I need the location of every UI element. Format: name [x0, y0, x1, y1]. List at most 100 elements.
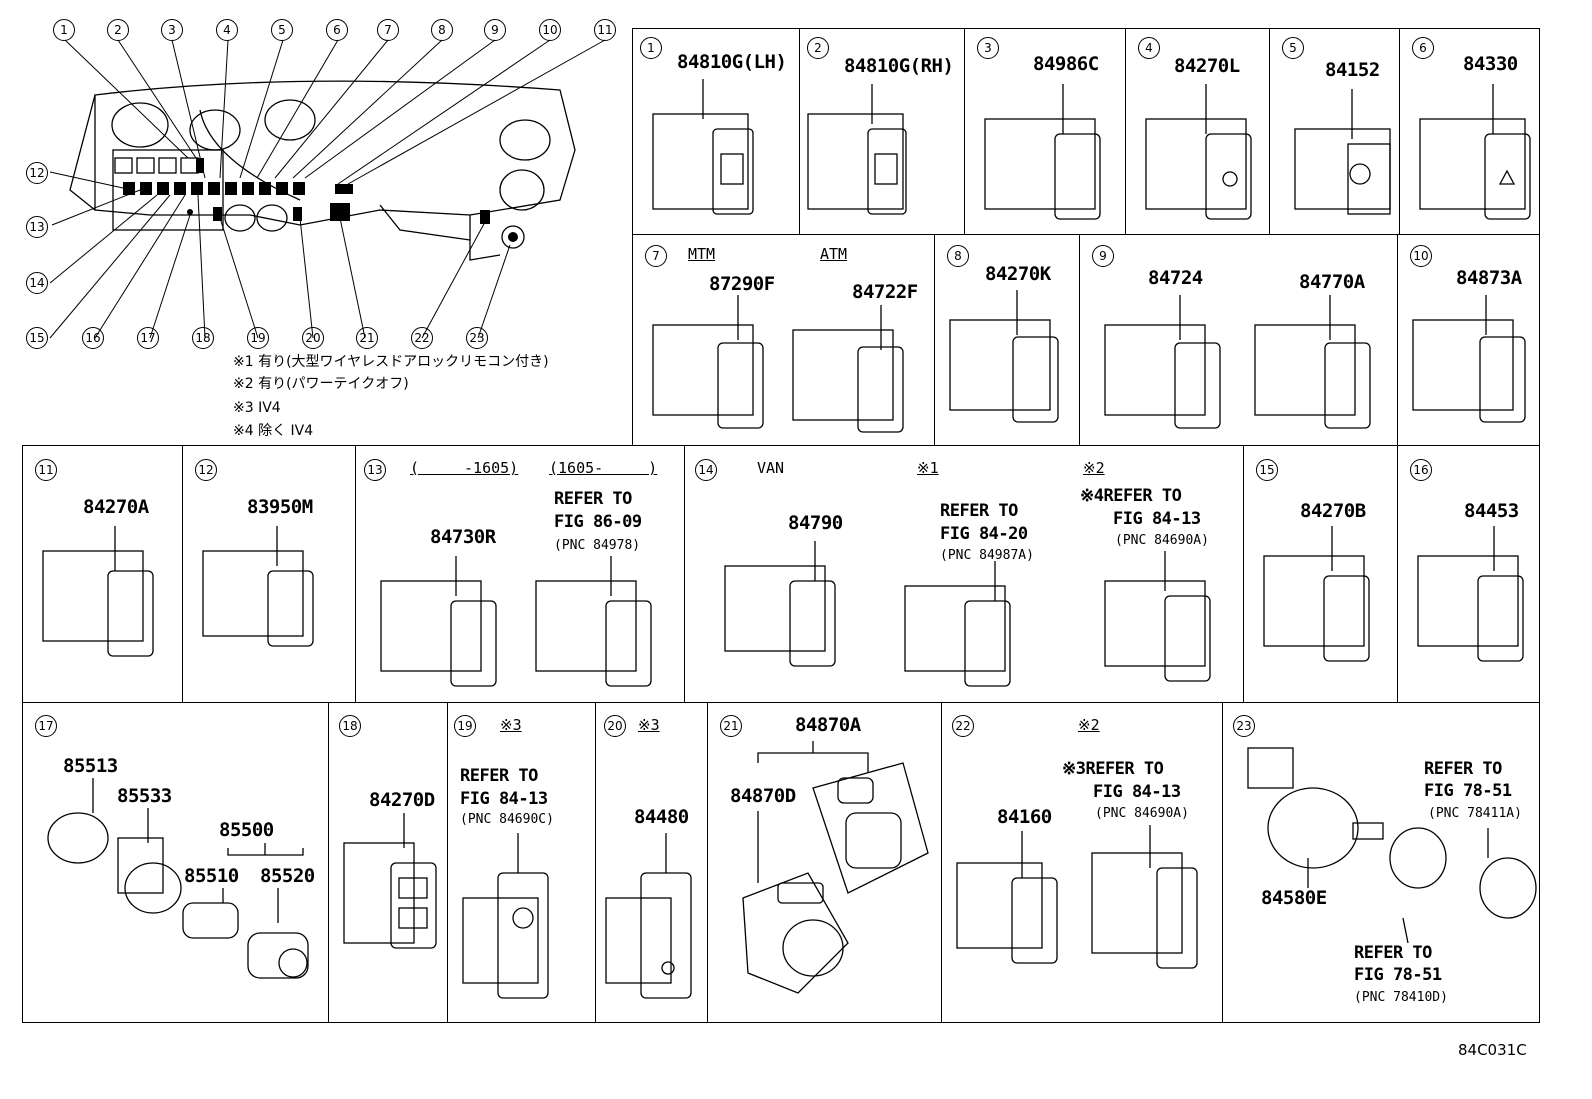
callout-23: 23 — [466, 327, 488, 349]
cell-15: 15 84270B — [1243, 445, 1398, 703]
switch-drawing — [1263, 526, 1370, 662]
cell-number: 18 — [339, 715, 361, 737]
cell-23: 23 REFER TO FIG 78-51 (PNC 78411A) 84580… — [1222, 702, 1540, 1023]
switch-drawing — [652, 295, 904, 433]
cell-2: 2 84810G(RH) — [799, 28, 965, 235]
refer-to: REFER TO — [1424, 759, 1502, 779]
lighter-drawing — [47, 778, 309, 979]
callout-20: 20 — [302, 327, 324, 349]
callout-5: 5 — [271, 19, 293, 41]
callout-18: 18 — [192, 327, 214, 349]
cell-17: 17 85513 85533 85500 85510 85520 — [22, 702, 329, 1023]
callout-14: 14 — [26, 272, 48, 294]
cell-16: 16 84453 — [1397, 445, 1540, 703]
variant-note: ※3 — [500, 716, 522, 734]
cell-9: 9 84724 84770A — [1079, 234, 1398, 446]
callout-8: 8 — [431, 19, 453, 41]
callout-4: 4 — [216, 19, 238, 41]
callout-9: 9 — [484, 19, 506, 41]
callout-1: 1 — [53, 19, 75, 41]
callout-12: 12 — [26, 162, 48, 184]
part-number: 84724 — [1148, 267, 1203, 289]
note-2: ※2 有り(パワーテイクオフ) — [233, 376, 409, 392]
switch-drawing — [1412, 295, 1526, 423]
switch-drawing — [652, 79, 754, 215]
part-number: 84480 — [634, 806, 689, 828]
part-number: 84330 — [1463, 53, 1518, 75]
cell-number: 19 — [454, 715, 476, 737]
part-number: 84453 — [1464, 500, 1519, 522]
part-number: 84270L — [1174, 55, 1240, 77]
refer-pnc: (PNC 84690A) — [1115, 533, 1209, 548]
cell-number: 16 — [1410, 459, 1432, 481]
part-number: 84870D — [730, 785, 796, 807]
switch-drawing — [380, 556, 652, 687]
cell-number: 7 — [645, 245, 667, 267]
switch-drawing — [949, 290, 1059, 423]
cell-number: 8 — [947, 245, 969, 267]
serial-range: ( -1605) — [410, 459, 519, 477]
callout-13: 13 — [26, 216, 48, 238]
callout-21: 21 — [356, 327, 378, 349]
cell-number: 9 — [1092, 245, 1114, 267]
cell-number: 21 — [720, 715, 742, 737]
part-number: 84722F — [852, 281, 918, 303]
mirror-switch-drawing — [742, 741, 929, 994]
callout-17: 17 — [137, 327, 159, 349]
callout-11: 11 — [594, 19, 616, 41]
refer-fig: FIG 78-51 — [1424, 781, 1512, 801]
cell-6: 6 84330 — [1399, 28, 1540, 235]
refer-fig: FIG 84-13 — [1113, 509, 1201, 529]
refer-fig: FIG 78-51 — [1354, 965, 1442, 985]
variant-note: ※2 — [1083, 459, 1105, 477]
cell-number: 4 — [1138, 37, 1160, 59]
refer-pnc: (PNC 78410D) — [1354, 990, 1448, 1005]
part-number: 84810G(LH) — [677, 51, 787, 73]
variant-note: ※2 — [1078, 716, 1100, 734]
part-number: 85513 — [63, 755, 118, 777]
callout-19: 19 — [247, 327, 269, 349]
switch-drawing — [42, 526, 154, 657]
part-number: 84730R — [430, 526, 496, 548]
cell-13: 13 ( -1605) (1605- ) 84730R REFER TO FIG… — [355, 445, 685, 703]
cell-number: 14 — [695, 459, 717, 481]
switch-drawing — [202, 526, 314, 647]
cell-1: 1 84810G(LH) — [632, 28, 800, 235]
cell-number: 11 — [35, 459, 57, 481]
cell-22: 22 ※2 ※3REFER TO FIG 84-13 (PNC 84690A) … — [941, 702, 1223, 1023]
refer-to: ※3REFER TO — [1062, 759, 1164, 779]
note-1: ※1 有り(大型ワイヤレスドアロックリモコン付き) — [233, 354, 549, 370]
refer-fig: FIG 84-13 — [460, 789, 548, 809]
refer-fig: FIG 84-20 — [940, 524, 1028, 544]
cell-number: 3 — [977, 37, 999, 59]
cell-number: 13 — [364, 459, 386, 481]
part-number: 87290F — [709, 273, 775, 295]
dashboard-drawing — [69, 80, 576, 261]
switch-drawing — [807, 84, 907, 215]
variant-label: ATM — [820, 245, 848, 263]
refer-to: REFER TO — [1354, 943, 1432, 963]
cell-21: 21 84870A 84870D — [707, 702, 942, 1023]
cell-number: 22 — [952, 715, 974, 737]
part-number: 84810G(RH) — [844, 55, 954, 77]
callout-7: 7 — [377, 19, 399, 41]
cell-14: 14 VAN ※1 ※2 84790 REFER TO FIG 84-20 (P… — [684, 445, 1244, 703]
note-4: ※4 除く IV4 — [233, 423, 314, 439]
switch-drawing — [984, 84, 1101, 220]
callout-3: 3 — [161, 19, 183, 41]
part-number: 83950M — [247, 496, 313, 518]
part-number: 84580E — [1261, 887, 1327, 909]
cell-number: 6 — [1412, 37, 1434, 59]
callout-15: 15 — [26, 327, 48, 349]
switch-drawing — [956, 825, 1198, 969]
refer-to: REFER TO — [460, 766, 538, 786]
refer-to: REFER TO — [940, 501, 1018, 521]
cell-number: 10 — [1410, 245, 1432, 267]
switch-drawing — [1294, 89, 1391, 215]
refer-pnc: (PNC 78411A) — [1428, 806, 1522, 821]
cell-5: 5 84152 — [1269, 28, 1400, 235]
cell-19: 19 ※3 REFER TO FIG 84-13 (PNC 84690C) — [447, 702, 596, 1023]
part-number: 84160 — [997, 806, 1052, 828]
cell-number: 12 — [195, 459, 217, 481]
refer-fig: FIG 84-13 — [1093, 782, 1181, 802]
